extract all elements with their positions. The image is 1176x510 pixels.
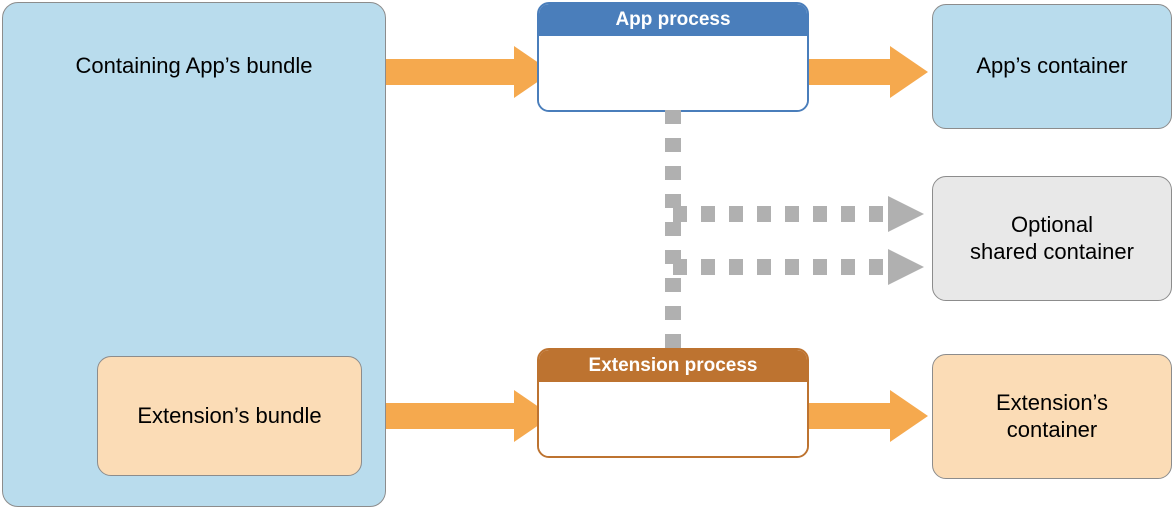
extension-bundle-box: Extension’s bundle [97, 356, 362, 476]
extension-process-box: Extension process [537, 348, 809, 458]
shared-container-label-line2: shared container [970, 238, 1134, 264]
app-process-body [539, 36, 807, 110]
extension-container-label: Extension’s container [996, 390, 1108, 444]
arrow-extension-process-to-extension-container [800, 390, 928, 442]
extension-bundle-label: Extension’s bundle [137, 402, 322, 428]
extension-process-title: Extension process [539, 350, 807, 382]
shared-container-box: Optional shared container [932, 176, 1172, 301]
app-process-title: App process [539, 4, 807, 36]
extension-container-label-line1: Extension’s [995, 389, 1109, 415]
extension-process-body [539, 382, 807, 456]
app-process-box: App process [537, 2, 809, 112]
extension-container-box: Extension’s container [932, 354, 1172, 479]
containing-app-bundle-label: Containing App’s bundle [75, 53, 313, 78]
dashed-arrow-extension-process-to-shared-container [673, 249, 924, 285]
extension-container-label-line2: container [1006, 416, 1098, 442]
shared-container-label-line1: Optional [1011, 211, 1093, 237]
arrow-app-process-to-app-container [800, 46, 928, 98]
dashed-arrow-app-process-to-shared-container [673, 196, 924, 232]
app-container-label: App’s container [976, 53, 1128, 79]
arrow-bundle-to-app-process [376, 46, 552, 98]
app-container-box: App’s container [932, 4, 1172, 129]
shared-container-label: Optional shared container [970, 212, 1134, 266]
